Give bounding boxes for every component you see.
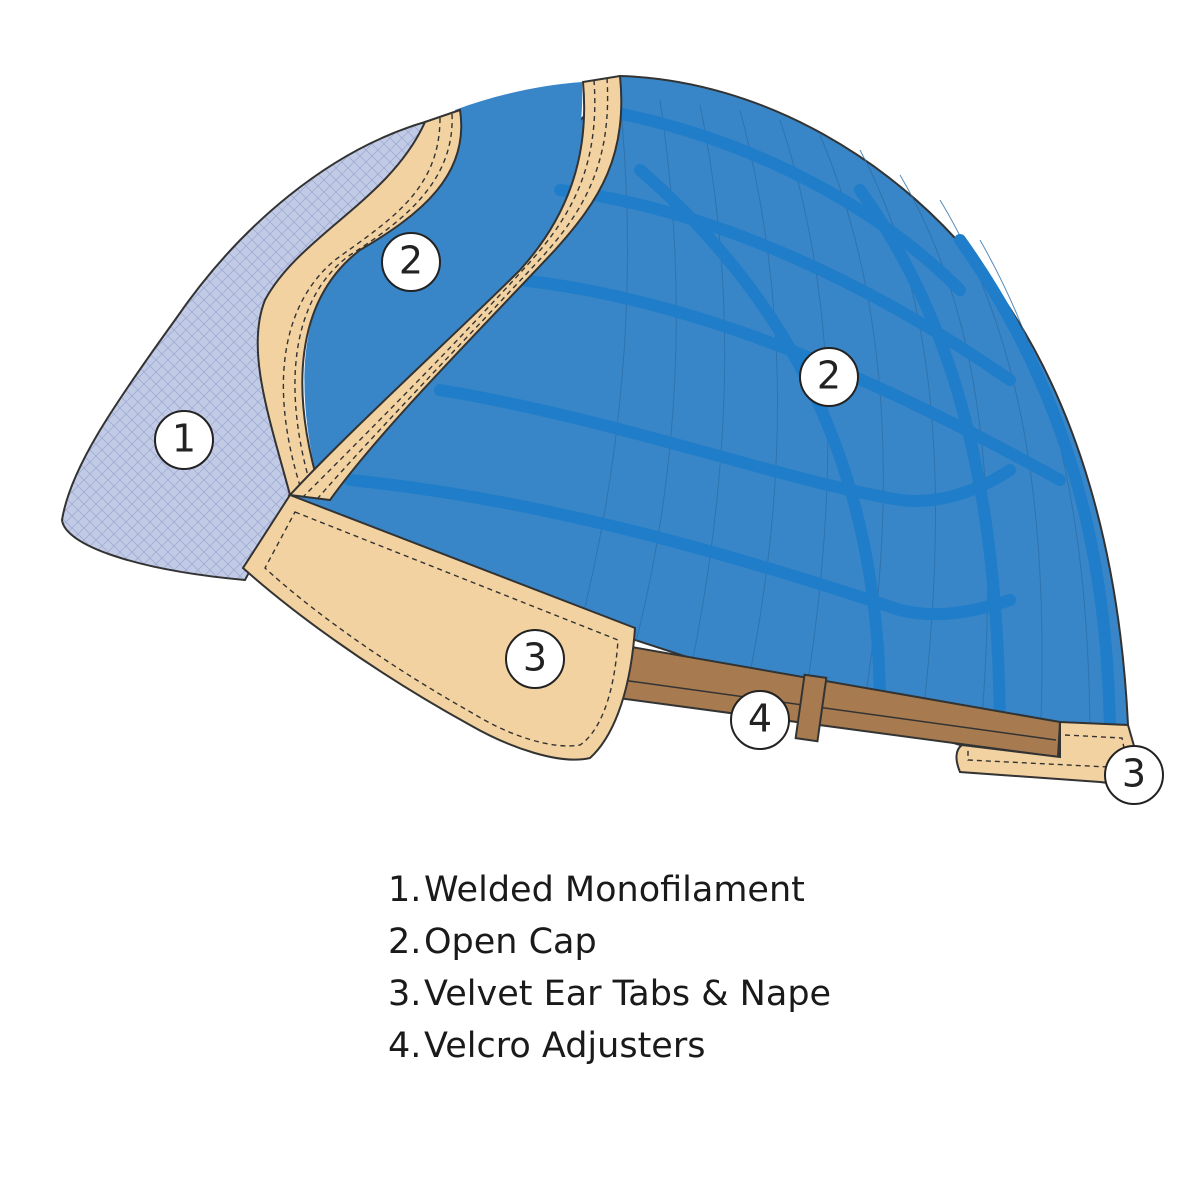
callout-badge-nape-tab: 3 bbox=[1104, 745, 1164, 805]
legend-label: Welded Monofilament bbox=[424, 870, 805, 910]
legend-number: 2. bbox=[388, 922, 422, 962]
legend: 1. Welded Monofilament 2. Open Cap 3. Ve… bbox=[388, 870, 1088, 1078]
callout-badge-mesh: 1 bbox=[154, 410, 214, 470]
diagonal-binding bbox=[287, 74, 623, 502]
legend-label: Velcro Adjusters bbox=[424, 1026, 706, 1066]
legend-number: 1. bbox=[388, 870, 422, 910]
callout-circle bbox=[730, 690, 790, 750]
legend-item: 3. Velvet Ear Tabs & Nape bbox=[388, 974, 1088, 1026]
legend-item: 1. Welded Monofilament bbox=[388, 870, 1088, 922]
velcro-strap bbox=[616, 643, 1062, 759]
callout-circle bbox=[505, 629, 565, 689]
callout-circle bbox=[154, 410, 214, 470]
callout-number: 3 bbox=[1122, 752, 1146, 796]
legend-label: Velvet Ear Tabs & Nape bbox=[424, 974, 832, 1014]
callout-number: 1 bbox=[172, 417, 196, 461]
helmet-cap-diagram: 1 2 2 3 4 3 bbox=[60, 74, 1164, 805]
callout-circle bbox=[1104, 745, 1164, 805]
callout-badge-front-cap: 2 bbox=[381, 232, 441, 292]
callout-circle bbox=[799, 347, 859, 407]
legend-item: 4. Velcro Adjusters bbox=[388, 1026, 1088, 1078]
callout-number: 2 bbox=[817, 354, 841, 398]
callout-badge-velcro-strap: 4 bbox=[730, 690, 790, 750]
legend-number: 4. bbox=[388, 1026, 422, 1066]
callout-circle bbox=[381, 232, 441, 292]
callout-badge-rear-cap: 2 bbox=[799, 347, 859, 407]
cap-stitching bbox=[344, 99, 1116, 745]
legend-label: Open Cap bbox=[424, 922, 597, 962]
callout-number: 4 bbox=[748, 697, 772, 741]
front-cap-panel bbox=[304, 82, 583, 470]
legend-item: 2. Open Cap bbox=[388, 922, 1088, 974]
ear-tab bbox=[241, 493, 637, 761]
callout-number: 3 bbox=[523, 636, 547, 680]
callout-number: 2 bbox=[399, 239, 423, 283]
legend-number: 3. bbox=[388, 974, 422, 1014]
callout-badge-ear-tab: 3 bbox=[505, 629, 565, 689]
